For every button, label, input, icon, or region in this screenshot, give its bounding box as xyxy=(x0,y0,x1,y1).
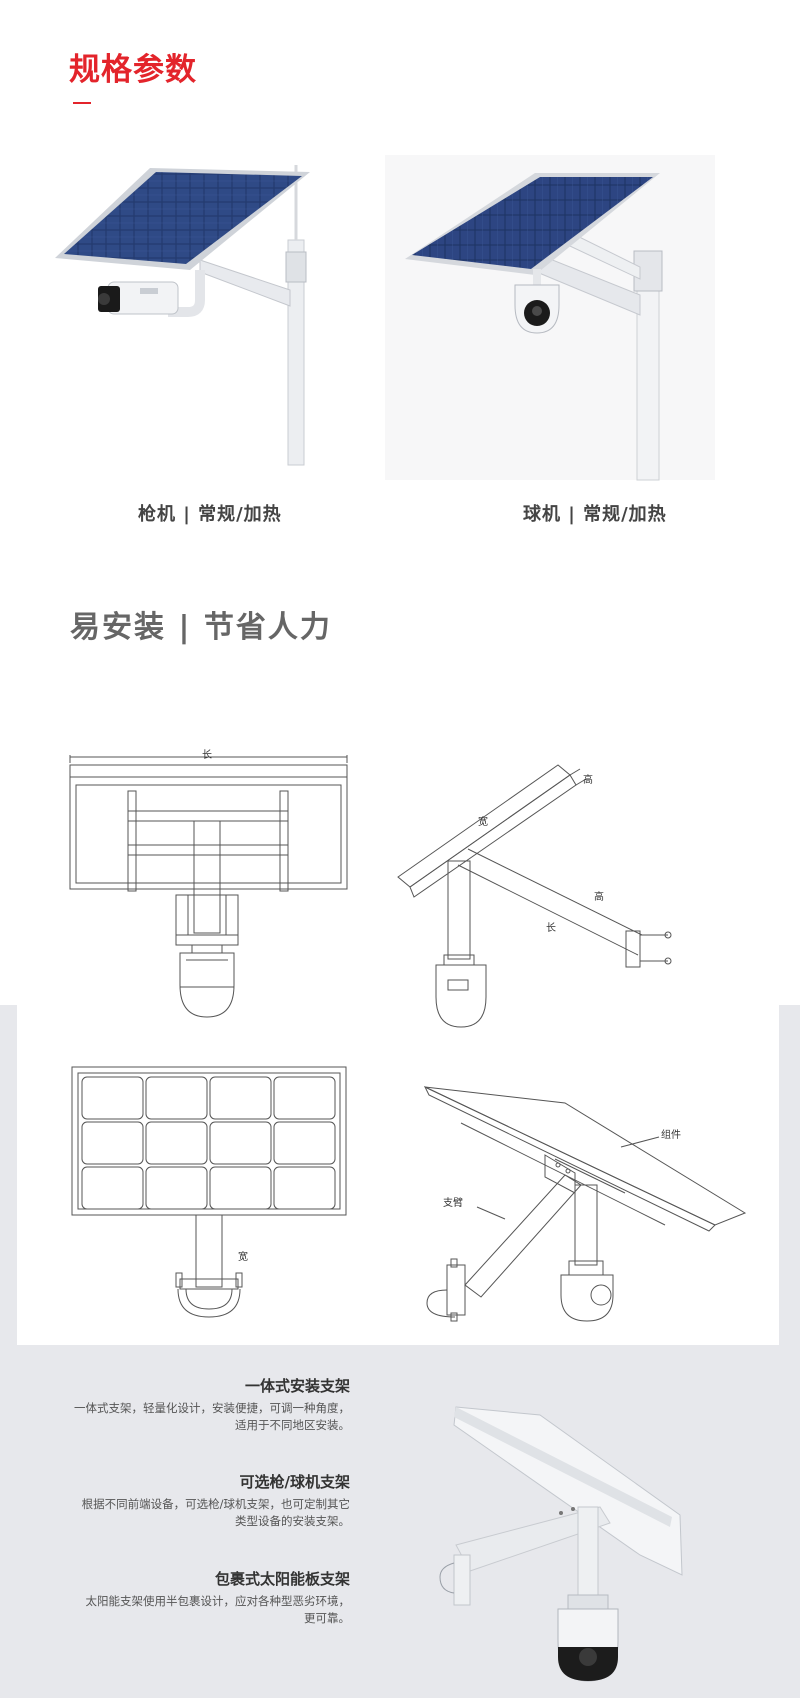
feature-desc-line2: 类型设备的安装支架。 xyxy=(235,1514,350,1528)
panel-cell xyxy=(209,1166,272,1210)
feature-title: 可选枪/球机支架 xyxy=(239,1473,350,1491)
back-view-diagram: 宽 xyxy=(71,1066,347,1318)
page-title: 规格参数 xyxy=(69,52,197,88)
front-view-diagram: 长 xyxy=(69,749,348,1018)
panel-cell xyxy=(145,1166,208,1210)
arm-label: 支臂 xyxy=(443,1196,463,1209)
product-caption-dome: 球机 | 常规/加热 xyxy=(523,504,667,525)
front-length-label: 长 xyxy=(202,749,212,761)
panel-cell xyxy=(273,1121,336,1165)
feature-desc-line1: 太阳能支架使用半包裹设计，应对各种型恶劣环境， xyxy=(85,1594,351,1608)
feature-item: 包裹式太阳能板支架 太阳能支架使用半包裹设计，应对各种型恶劣环境， 更可靠。 xyxy=(40,1568,351,1627)
panel-cell xyxy=(209,1121,272,1165)
feature-desc-line2: 适用于不同地区安装。 xyxy=(235,1418,350,1432)
component-label: 组件 xyxy=(661,1128,681,1141)
panel-cell xyxy=(209,1076,272,1120)
feature-desc-line2: 更可靠。 xyxy=(304,1611,350,1625)
panel-cell xyxy=(145,1121,208,1165)
side-view-diagram: 宽 高 高 长 xyxy=(397,764,672,1028)
solar-dome-bracket-image xyxy=(439,1406,683,1682)
side-length-label: 长 xyxy=(546,922,556,934)
feature-desc-line1: 根据不同前端设备，可选枪/球机支架，也可定制其它 xyxy=(81,1497,350,1511)
feature-desc-line1: 一体式支架，轻量化设计，安装便捷，可调一种角度， xyxy=(74,1401,350,1415)
product-caption-bullet: 枪机 | 常规/加热 xyxy=(138,504,282,525)
dome-camera-solar-image xyxy=(385,155,715,481)
bullet-camera-solar-image xyxy=(55,165,310,466)
panel-cell xyxy=(81,1166,144,1210)
panel-cell xyxy=(81,1121,144,1165)
perspective-diagram: 组件 支臂 xyxy=(423,1085,747,1322)
back-width-label: 宽 xyxy=(238,1250,248,1263)
panel-cell xyxy=(81,1076,144,1120)
diagram-card xyxy=(17,1005,779,1345)
side-width-label: 宽 xyxy=(478,815,488,828)
title-underline xyxy=(73,102,91,104)
feature-title: 包裹式太阳能板支架 xyxy=(214,1570,350,1588)
panel-cell xyxy=(273,1166,336,1210)
panel-cell xyxy=(273,1076,336,1120)
install-section-title: 易安装 | 节省人力 xyxy=(70,610,332,645)
feature-item: 可选枪/球机支架 根据不同前端设备，可选枪/球机支架，也可定制其它 类型设备的安… xyxy=(40,1471,350,1530)
feature-title: 一体式安装支架 xyxy=(244,1377,350,1395)
side-height-label: 高 xyxy=(583,773,593,786)
panel-cell xyxy=(145,1076,208,1120)
side-arm-height-label: 高 xyxy=(594,890,604,903)
feature-item: 一体式安装支架 一体式支架，轻量化设计，安装便捷，可调一种角度， 适用于不同地区… xyxy=(40,1375,350,1434)
